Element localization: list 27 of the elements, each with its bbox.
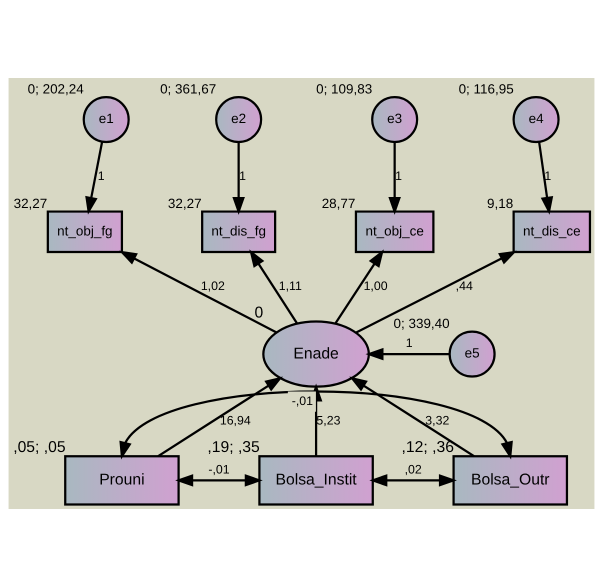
edge-label: 1 <box>98 168 105 183</box>
node-label: 28,77 <box>322 196 356 211</box>
edge-label: 1 <box>406 336 413 350</box>
node-label: ,19; ,35 <box>207 438 260 456</box>
edge-label: -,01 <box>208 462 230 476</box>
node-label: 0; 109,83 <box>316 81 372 96</box>
edge-label: 1,02 <box>200 278 225 293</box>
node-label: 0; 339,40 <box>394 316 450 331</box>
node-label: 0; 116,95 <box>458 81 514 96</box>
edge-label: 5,23 <box>316 414 340 428</box>
edge-label: 1,00 <box>364 278 388 293</box>
node-label: 9,18 <box>487 196 514 211</box>
edge-label: ,44 <box>456 278 473 293</box>
edge-label: 16,94 <box>220 414 251 428</box>
edge-label: 1,11 <box>278 278 302 293</box>
edge-label: 1 <box>239 168 246 183</box>
node-label: 0; 361,67 <box>160 81 216 96</box>
node-label: 0 <box>254 304 264 322</box>
edge-label: ,02 <box>404 462 422 476</box>
edge-label: -,01 <box>292 394 314 408</box>
edge-label: 1 <box>544 168 552 183</box>
node-label: 32,27 <box>168 196 202 211</box>
edge-label: 1 <box>395 168 402 183</box>
node-label: 0; 202,24 <box>28 81 84 96</box>
node-label: 32,27 <box>14 196 48 211</box>
node-label: ,05; ,05 <box>13 438 66 456</box>
edge-label: 3,32 <box>425 414 450 428</box>
